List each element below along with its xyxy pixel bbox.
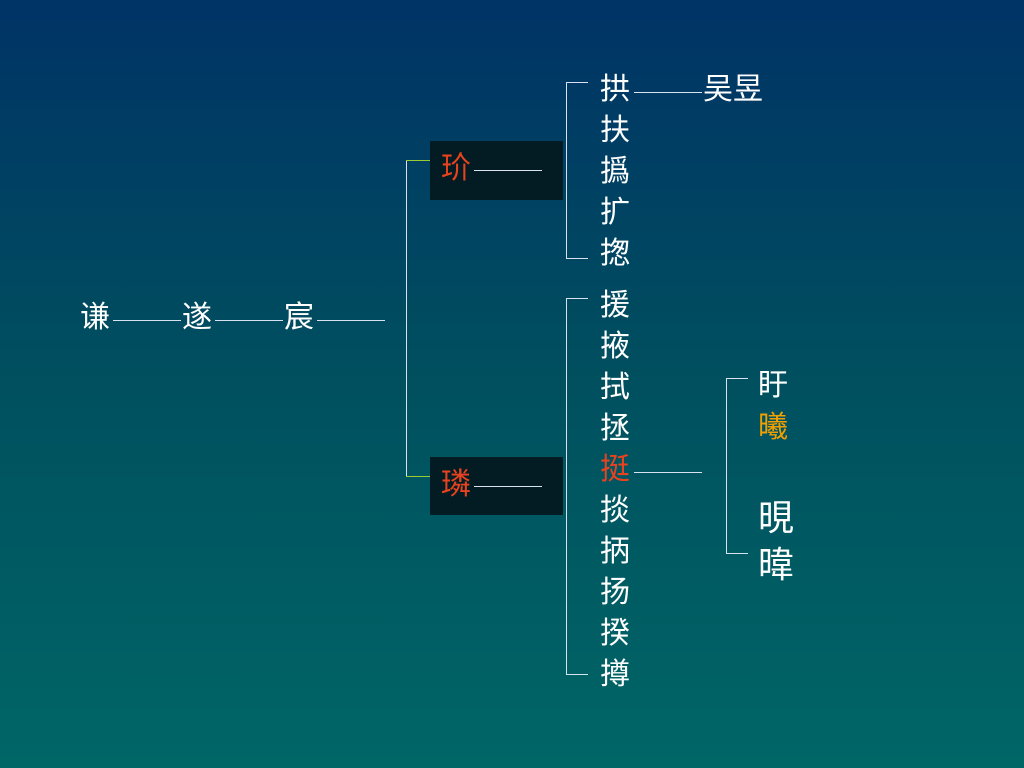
ting-child-4: 暐 — [758, 545, 795, 586]
lower-children-bracket-bottom — [566, 674, 588, 675]
ting-children-bracket-top — [726, 378, 748, 379]
branch-bracket-bottom-tick — [406, 476, 430, 477]
connector-gong-wuyu — [634, 92, 702, 93]
branch-bracket-top-tick — [406, 160, 430, 161]
root-name-sui: 遂 — [182, 300, 212, 335]
branch-name-lin: 璘 — [441, 467, 471, 502]
ting-children-bracket — [726, 378, 727, 554]
upper-child-5: 揔 — [600, 236, 630, 271]
lower-child-9: 揆 — [600, 616, 630, 651]
lower-child-3: 拭 — [600, 370, 630, 405]
connector-qian-sui — [113, 320, 181, 321]
upper-child-1-descendant: 吴昱 — [703, 72, 763, 107]
upper-children-bracket-top — [566, 82, 588, 83]
lower-children-bracket — [566, 298, 567, 675]
connector-jie-children — [474, 170, 542, 171]
connector-chen-trunk — [317, 320, 385, 321]
upper-children-bracket — [566, 82, 567, 259]
upper-child-4: 扩 — [600, 195, 630, 230]
upper-children-bracket-bottom — [566, 258, 588, 259]
lower-child-8: 扬 — [600, 575, 630, 610]
lower-child-5-highlighted: 挺 — [600, 452, 630, 487]
connector-sui-chen — [215, 320, 283, 321]
upper-child-1: 拱 — [600, 72, 630, 107]
root-name-chen: 宸 — [284, 300, 314, 335]
ting-child-3: 晛 — [758, 498, 795, 539]
connector-lin-children — [474, 486, 542, 487]
lower-child-6: 掞 — [600, 493, 630, 528]
branch-name-jie: 玠 — [441, 151, 471, 186]
upper-child-2: 扶 — [600, 113, 630, 148]
lower-children-bracket-top — [566, 298, 588, 299]
ting-child-2-highlighted: 曦 — [758, 410, 788, 445]
branch-bracket-vertical — [406, 160, 407, 476]
lower-child-7: 抦 — [600, 534, 630, 569]
ting-children-bracket-bottom — [726, 553, 748, 554]
ting-child-1: 盱 — [758, 368, 788, 403]
lower-child-10: 撙 — [600, 657, 630, 692]
root-name-qian: 谦 — [80, 300, 110, 335]
upper-child-3: 撝 — [600, 154, 630, 189]
connector-ting-children — [634, 472, 702, 473]
lower-child-1: 援 — [600, 288, 630, 323]
lower-child-2: 掖 — [600, 329, 630, 364]
lower-child-4: 拯 — [600, 411, 630, 446]
